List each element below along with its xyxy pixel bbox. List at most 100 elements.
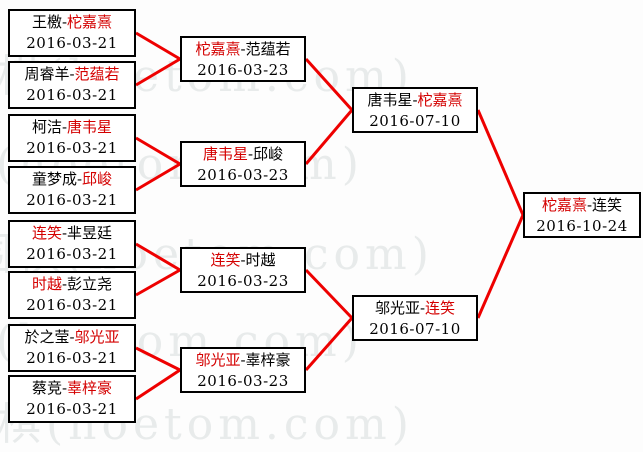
connector-line <box>304 57 354 112</box>
player1-name: 王檄 <box>31 13 62 31</box>
match-date: 2016-03-23 <box>197 372 289 390</box>
match-date: 2016-03-21 <box>26 86 118 104</box>
player1-name: 连笑 <box>31 224 62 242</box>
player2-name: 连笑 <box>592 196 623 214</box>
name-separator: - <box>240 251 246 269</box>
name-separator: - <box>61 224 68 242</box>
match-pairing: 王檄-柁嘉熹 <box>10 12 134 33</box>
player1-name: 周睿羊 <box>24 65 70 83</box>
player2-name: 辜梓豪 <box>245 351 291 369</box>
player2-name: 辜梓豪 <box>67 379 113 397</box>
connector-line <box>135 57 181 87</box>
player1-name: 柯洁 <box>31 118 62 136</box>
match-date: 2016-03-21 <box>26 139 118 157</box>
match-pairing: 於之莹-邬光亚 <box>10 327 134 348</box>
player1-name: 柁嘉熹 <box>195 40 241 58</box>
bracket-connector-lines <box>135 31 525 401</box>
match-pairing: 连笑-芈昱廷 <box>10 223 134 244</box>
player1-name: 於之莹 <box>24 328 70 346</box>
connector-line <box>135 346 181 372</box>
player1-name: 连笑 <box>210 251 241 269</box>
match-pairing: 连笑-时越 <box>182 250 304 271</box>
match-pairing: 童梦成-邱峻 <box>10 169 134 190</box>
player2-name: 彭立尧 <box>67 275 113 293</box>
name-separator: - <box>61 13 68 31</box>
connector-line <box>135 162 181 192</box>
connector-line <box>476 109 525 216</box>
connector-line <box>304 317 354 371</box>
player2-name: 邱峻 <box>82 170 113 188</box>
player2-name: 邬光亚 <box>74 328 120 346</box>
match-pairing: 柯洁-唐韦星 <box>10 117 134 138</box>
match-pairing: 柁嘉熹-连笑 <box>525 195 639 216</box>
match-date: 2016-03-21 <box>26 296 118 314</box>
name-separator: - <box>76 170 83 188</box>
name-separator: - <box>419 299 426 317</box>
name-separator: - <box>69 65 75 83</box>
name-separator: - <box>61 118 68 136</box>
name-separator: - <box>61 379 68 397</box>
match-date: 2016-03-23 <box>197 272 289 290</box>
player2-name: 柁嘉熹 <box>67 13 113 31</box>
match-pairing: 唐韦星-柁嘉熹 <box>354 90 476 111</box>
player2-name: 柁嘉熹 <box>417 91 463 109</box>
connector-line <box>476 214 525 319</box>
player1-name: 邬光亚 <box>374 299 420 317</box>
player1-name: 唐韦星 <box>367 91 413 109</box>
player2-name: 邱峻 <box>253 145 284 163</box>
connector-line <box>135 136 181 166</box>
player1-name: 蔡竞 <box>31 379 62 397</box>
player2-name: 范蕴若 <box>74 65 120 83</box>
match-date: 2016-03-21 <box>26 400 118 418</box>
player2-name: 连笑 <box>425 299 456 317</box>
match-date: 2016-03-23 <box>197 61 289 79</box>
match-date: 2016-07-10 <box>369 320 461 338</box>
match-pairing: 时越-彭立尧 <box>10 274 134 295</box>
player2-name: 芈昱廷 <box>67 224 113 242</box>
connector-line <box>304 109 354 165</box>
name-separator: - <box>412 91 418 109</box>
player1-name: 时越 <box>31 275 62 293</box>
name-separator: - <box>586 196 593 214</box>
connector-line <box>304 268 354 320</box>
match-pairing: 柁嘉熹-范蕴若 <box>182 39 304 60</box>
match-date: 2016-03-21 <box>26 245 118 263</box>
match-pairing: 周睿羊-范蕴若 <box>10 64 134 85</box>
connector-line <box>135 268 181 297</box>
player2-name: 唐韦星 <box>67 118 113 136</box>
connector-line <box>135 242 181 272</box>
match-date: 2016-03-23 <box>197 166 289 184</box>
match-pairing: 蔡竞-辜梓豪 <box>10 378 134 399</box>
player2-name: 时越 <box>245 251 276 269</box>
match-pairing: 邬光亚-辜梓豪 <box>182 350 304 371</box>
name-separator: - <box>61 275 68 293</box>
match-date: 2016-07-10 <box>369 112 461 130</box>
player1-name: 柁嘉熹 <box>541 196 587 214</box>
match-pairing: 唐韦星-邱峻 <box>182 144 304 165</box>
name-separator: - <box>240 40 246 58</box>
match-date: 2016-10-24 <box>536 217 628 235</box>
match-date: 2016-03-21 <box>26 349 118 367</box>
name-separator: - <box>69 328 75 346</box>
player1-name: 童梦成 <box>31 170 77 188</box>
tournament-bracket: 弈城围棋(hoetom.com) 弈城围棋(hoetom.com) 弈城围棋(h… <box>0 9 641 450</box>
match-date: 2016-03-21 <box>26 34 118 52</box>
player2-name: 范蕴若 <box>245 40 291 58</box>
connector-line <box>135 31 181 61</box>
match-pairing: 邬光亚-连笑 <box>354 298 476 319</box>
match-date: 2016-03-21 <box>26 191 118 209</box>
